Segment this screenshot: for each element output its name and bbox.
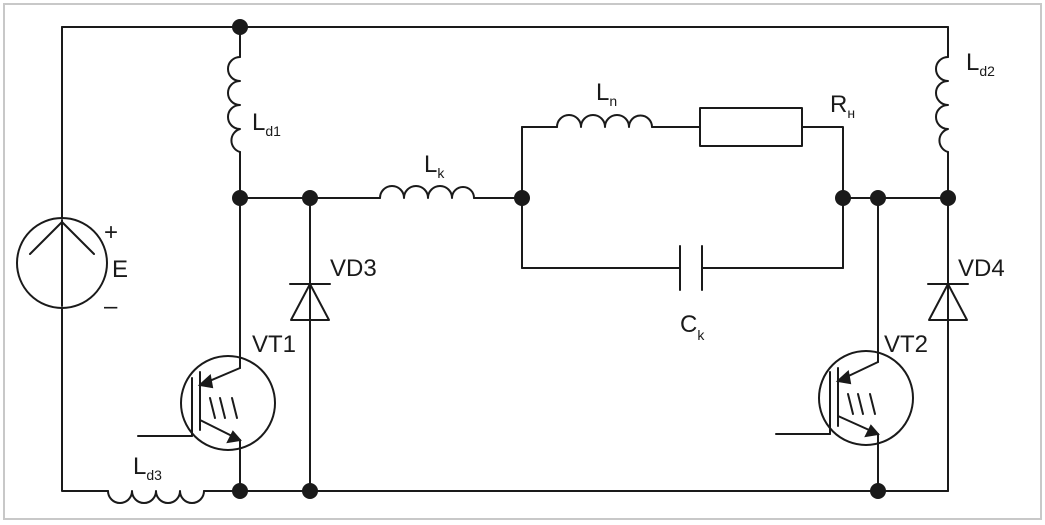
inductor-lk (379, 185, 475, 199)
vd3-triangle (290, 283, 330, 321)
transistor-vt2 (818, 350, 914, 446)
vt2-diode-lines (847, 393, 876, 415)
vt1-arrow-head-out (226, 430, 242, 444)
transistor-vt1 (180, 355, 276, 451)
node-load-left (514, 190, 530, 206)
node-left-middle (232, 190, 248, 206)
source-arrow (29, 219, 95, 307)
label-vd3: VD3 (330, 255, 377, 282)
inductor-ld1 (227, 56, 241, 153)
label-plus: + (104, 219, 118, 246)
vt2-body (818, 350, 914, 446)
diode-vd3 (289, 283, 331, 321)
inductor-ld2 (935, 56, 949, 153)
inductor-ln (556, 114, 653, 128)
vd4-triangle (928, 283, 968, 321)
node-bottom-vt1 (232, 483, 248, 499)
capacitor-ck (679, 245, 703, 291)
label-ck: Ck (680, 311, 705, 343)
node-bottom-vt2 (870, 483, 886, 499)
inductor-ld3 (107, 490, 205, 504)
node-load-right (835, 190, 851, 206)
resistor-rn (699, 107, 803, 147)
label-ld1: Ld1 (252, 109, 281, 139)
source-circle (16, 217, 108, 309)
node-bottom-vd3 (302, 483, 318, 499)
label-ln: Ln (596, 79, 617, 109)
wires (61, 26, 949, 492)
vt1-arrow-head-in (197, 374, 214, 389)
voltage-source-e (16, 217, 108, 309)
label-lk: Lk (424, 151, 445, 181)
label-vt2: VT2 (884, 331, 928, 358)
node-vd3-top (302, 190, 318, 206)
vt1-body (180, 355, 276, 451)
node-top-ld1 (232, 19, 248, 35)
label-rn: Rн (830, 91, 855, 121)
vt2-arrow-head-out (864, 424, 880, 438)
vt2-arrow-head-in (835, 370, 852, 385)
label-ld2: Ld2 (966, 49, 995, 79)
label-vt1: VT1 (252, 331, 296, 358)
label-minus: – (104, 293, 118, 320)
rn-right-wire (801, 126, 844, 269)
label-e: E (112, 256, 128, 283)
label-ld3: Ld3 (133, 453, 162, 483)
vt1-diode-lines (209, 397, 238, 419)
junction-nodes (232, 19, 956, 499)
left-rail-bottom-wire (61, 307, 109, 492)
diode-vd4 (927, 283, 969, 321)
label-vd4: VD4 (958, 255, 1005, 282)
node-right-middle (940, 190, 956, 206)
node-vt2-top (870, 190, 886, 206)
